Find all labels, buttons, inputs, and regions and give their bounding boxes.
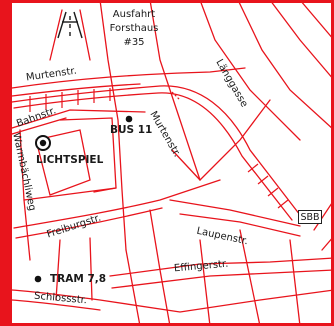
- street-center: [99, 0, 127, 251]
- exit-line-3: #35: [123, 37, 145, 48]
- sbb-label: SBB: [300, 212, 320, 223]
- tram-stop-label: TRAM 7,8: [50, 273, 107, 285]
- tram-stop-marker: [34, 275, 42, 283]
- venue-label: LICHTSPIEL: [36, 154, 104, 166]
- venue-target-icon: [35, 135, 51, 151]
- sbb-station-box: SBB: [298, 210, 322, 224]
- exit-line-2: Forsthaus: [109, 23, 159, 34]
- bus-stop-marker: [125, 115, 133, 123]
- streets: [11, 0, 334, 326]
- street-effingerstr: [109, 257, 334, 277]
- highway-icon: [57, 11, 83, 39]
- rail-ticks: [29, 88, 289, 209]
- railway-top: [11, 85, 301, 216]
- exit-line-1: Ausfahrt: [112, 9, 156, 20]
- street-freiburgstr: [13, 179, 221, 229]
- exit-label: Ausfahrt Forsthaus #35: [104, 8, 164, 50]
- street-laupenstr: [169, 199, 301, 227]
- bus-stop-label: BUS 11: [110, 124, 153, 136]
- street-schlossstr: [11, 289, 334, 313]
- street-murtenstr-north: [11, 67, 246, 89]
